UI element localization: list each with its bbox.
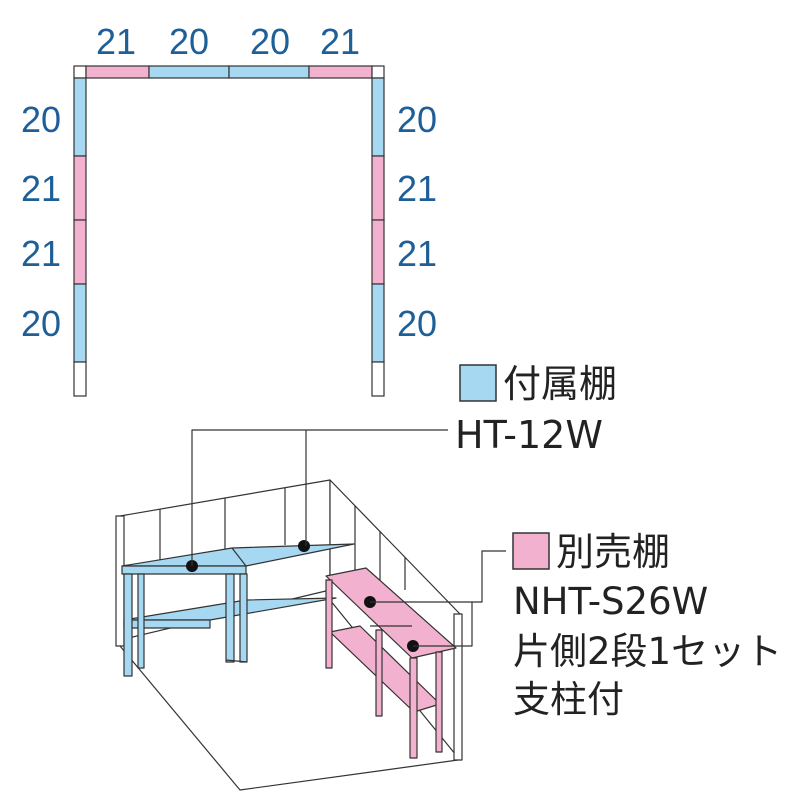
plan-right-segment-4 (371, 283, 385, 363)
legend-label-separate: 別売棚 (556, 530, 670, 574)
plan-top-segment-4 (308, 65, 373, 79)
leader-line-separate-2 (413, 602, 473, 647)
separate-shelf-leg (435, 651, 443, 753)
plan-left-segment-2 (73, 155, 87, 221)
legend-spec-separate: 片側2段1セット (513, 630, 782, 673)
separate-shelf-leg (409, 657, 418, 759)
plan-top-bar (73, 65, 385, 79)
plan-right-label-4: 20 (397, 303, 437, 344)
plan-top-label-2: 20 (169, 21, 209, 62)
accessory-shelf-joint (231, 547, 247, 567)
plan-left-label-4: 20 (21, 303, 61, 344)
leader-line-separate-1 (370, 550, 506, 603)
plan-top-segment-2 (148, 65, 230, 79)
accessory-shelf-leg (225, 573, 235, 663)
plan-right-label-3: 21 (397, 233, 437, 274)
plan-right-blank-end (371, 361, 385, 397)
plan-left-label-3: 21 (21, 233, 61, 274)
separate-shelf-leg (375, 629, 383, 717)
plan-left-label-1: 20 (21, 99, 61, 140)
wall-end-post-right (453, 613, 463, 761)
legend-model-accessory: HT-12W (455, 413, 603, 457)
accessory-shelf-lower-edge (123, 619, 211, 629)
accessory-shelf-marker-2 (298, 540, 310, 552)
plan-top-segment-3 (228, 65, 310, 79)
plan-corner-top-right (371, 65, 385, 79)
legend-model-separate: NHT-S26W (513, 580, 708, 623)
plan-corner-top-left (73, 65, 87, 79)
plan-left-blank-end (73, 361, 87, 397)
leader-line-accessory-1 (191, 429, 448, 566)
accessory-shelf-foot (225, 659, 248, 663)
plan-right-label-2: 21 (397, 168, 437, 209)
plan-view: 21 20 20 21 20 21 21 20 20 21 21 20 (21, 21, 437, 397)
plan-right-segment-3 (371, 219, 385, 285)
separate-shelf-unit (325, 567, 457, 759)
plan-left-bar (73, 77, 87, 397)
legend-label-accessory: 付属棚 (503, 362, 617, 406)
wall-end-post-left (115, 515, 125, 647)
plan-right-bar (371, 77, 385, 397)
leader-lines (191, 429, 506, 647)
plan-top-label-4: 21 (320, 21, 360, 62)
plan-left-segment-1 (73, 77, 87, 157)
accessory-shelf-leg (123, 573, 133, 677)
legend-swatch-separate (512, 532, 550, 570)
accessory-shelf-leg (137, 573, 145, 669)
legend: 付属棚 HT-12W 別売棚 NHT-S26W 片側2段1セット 支柱付 (455, 362, 782, 721)
plan-right-segment-2 (371, 155, 385, 221)
plan-top-label-1: 21 (96, 21, 136, 62)
plan-left-segment-4 (73, 283, 87, 363)
floor-outline (119, 645, 459, 791)
plan-left-segment-3 (73, 219, 87, 285)
plan-top-segment-1 (85, 65, 150, 79)
accessory-shelf-unit (121, 540, 355, 677)
legend-note-separate: 支柱付 (513, 678, 624, 721)
legend-swatch-accessory (459, 364, 497, 402)
plan-top-label-3: 20 (250, 21, 290, 62)
separate-shelf-leg (325, 579, 333, 669)
isometric-view (115, 429, 506, 791)
accessory-shelf-top-edge (121, 565, 247, 575)
accessory-shelf-leg (239, 573, 248, 663)
plan-left-label-2: 21 (21, 168, 61, 209)
separate-shelf-top-board (325, 567, 457, 659)
plan-right-label-1: 20 (397, 99, 437, 140)
plan-right-segment-1 (371, 77, 385, 157)
